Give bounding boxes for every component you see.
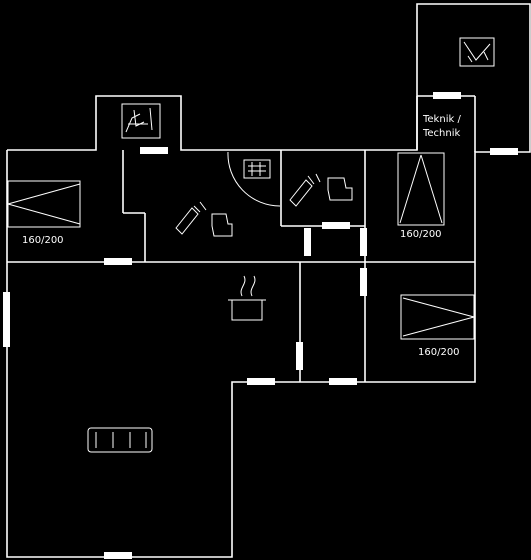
- washer-icon: [459, 37, 495, 67]
- window-opening: [104, 552, 132, 559]
- stove-icon: [228, 275, 266, 321]
- door-opening: [433, 92, 461, 99]
- openings: [3, 92, 518, 559]
- door-swing: [227, 151, 281, 207]
- shower-icon: [121, 103, 161, 139]
- svg-text:Teknik /: Teknik /: [422, 114, 461, 125]
- bed-size-label: 160/200: [400, 229, 442, 240]
- door-opening: [247, 378, 275, 385]
- interior-walls: [7, 96, 476, 382]
- sauna-icon: [243, 159, 271, 179]
- bed-1: 160/200: [7, 180, 81, 246]
- sofa-icon: [87, 427, 153, 453]
- technik-room-label: Teknik / Technik: [422, 114, 461, 139]
- door-opening: [329, 378, 357, 385]
- door-opening: [322, 222, 350, 229]
- toilet-icon: [175, 201, 233, 237]
- bed-3: 160/200: [400, 294, 475, 358]
- shower-icon: [289, 173, 353, 207]
- window-opening: [490, 148, 518, 155]
- bed-size-label: 160/200: [22, 235, 64, 246]
- exterior-walls: [6, 3, 531, 558]
- door-opening: [296, 342, 303, 370]
- door-opening: [304, 228, 311, 256]
- bed-size-label: 160/200: [418, 347, 460, 358]
- window-opening: [3, 292, 10, 347]
- door-opening: [104, 258, 132, 265]
- window-opening: [140, 147, 168, 154]
- door-opening: [360, 228, 367, 256]
- door-opening: [360, 268, 367, 296]
- svg-text:Technik: Technik: [422, 128, 461, 139]
- bed-2: 160/200: [397, 152, 445, 240]
